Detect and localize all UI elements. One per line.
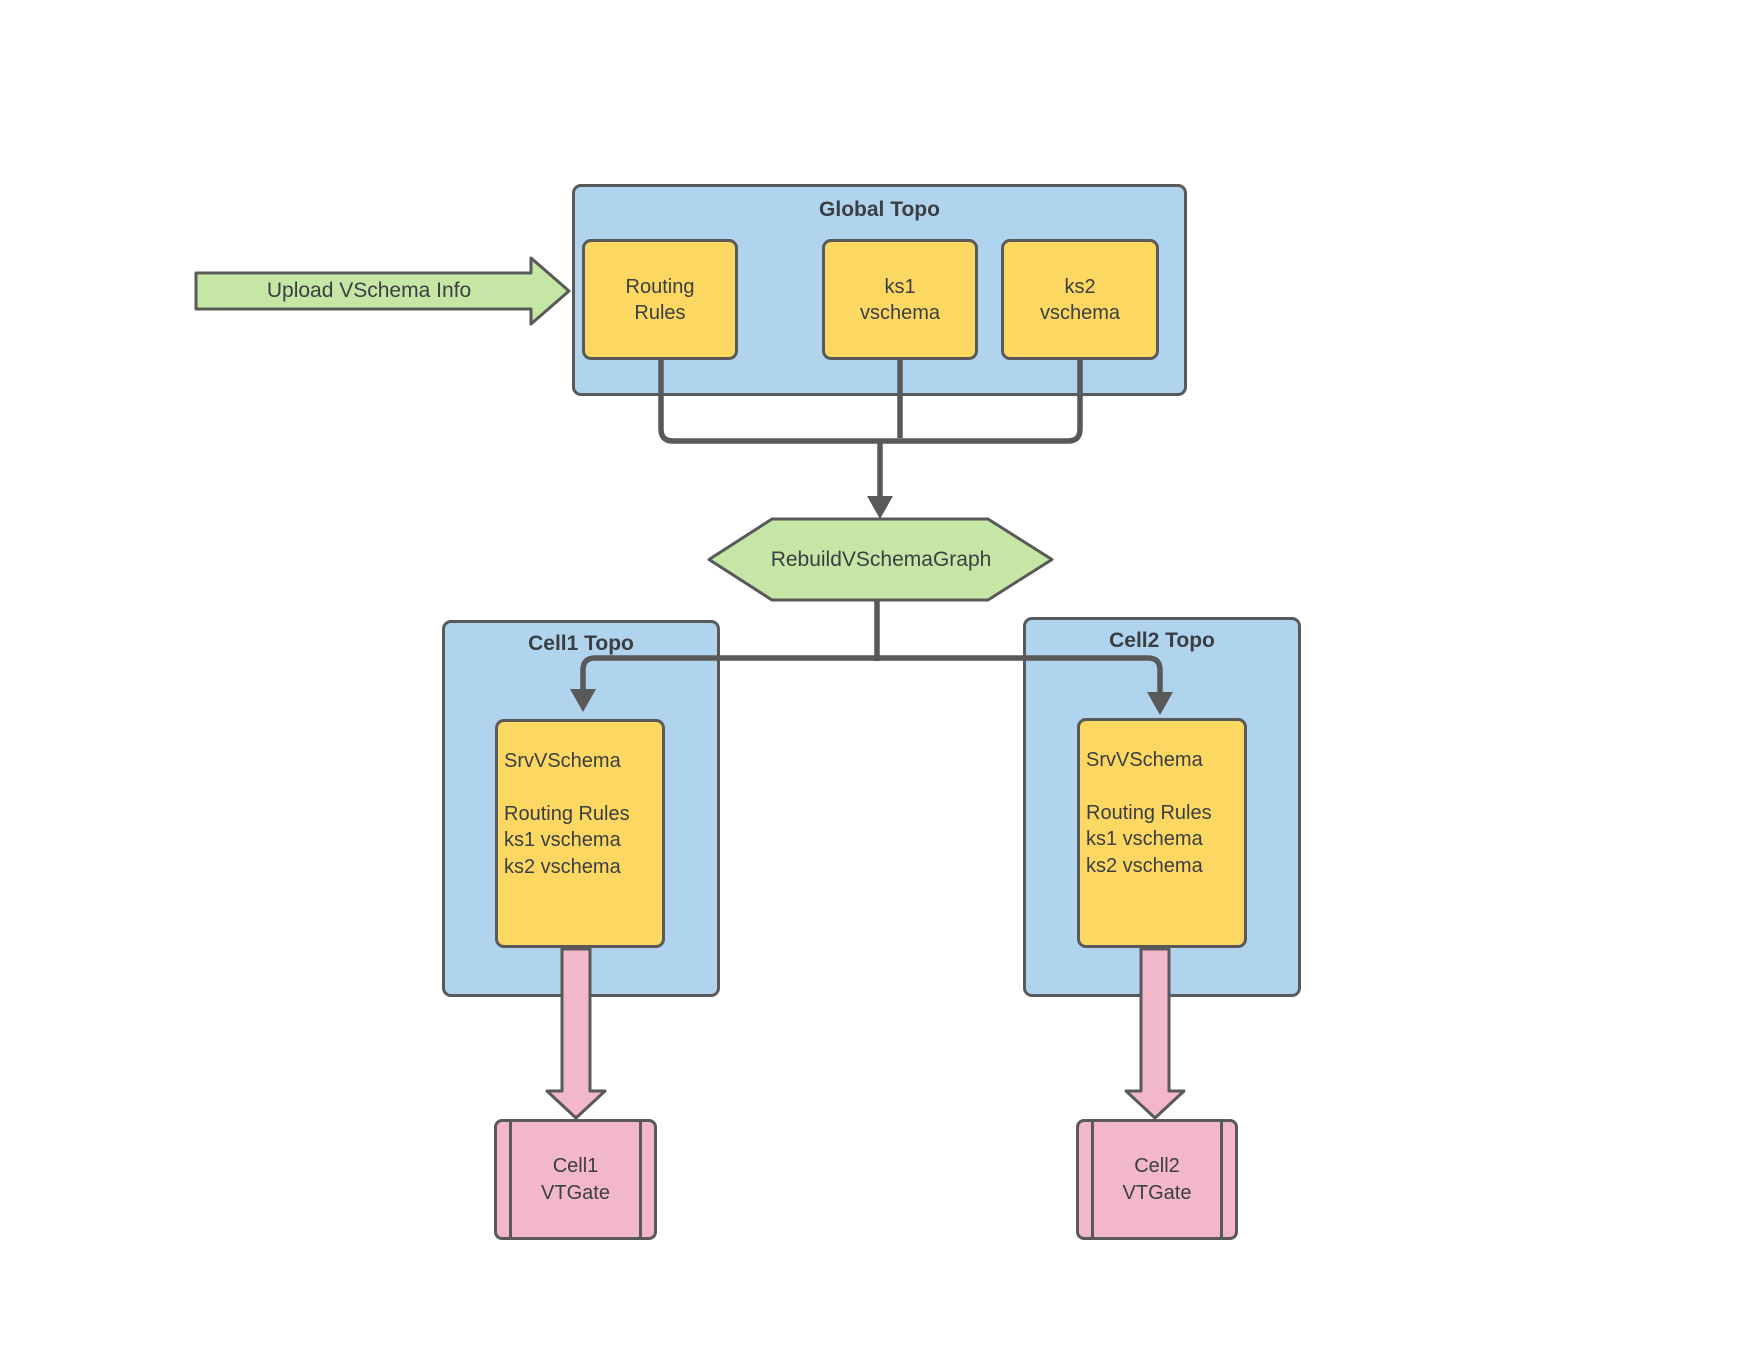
cell1-vtgate-label: Cell1 VTGate	[541, 1154, 610, 1204]
vtgate-side-bar	[509, 1122, 512, 1237]
ks1-vschema-node: ks1 vschema	[822, 239, 978, 360]
cell1-srvvschema-node: SrvVSchema Routing Rules ks1 vschema ks2…	[495, 719, 665, 948]
upload-arrow-polygon	[194, 256, 571, 326]
routing-rules-node: Routing Rules	[582, 239, 738, 360]
upload-arrow-shape	[194, 256, 571, 326]
rebuild-hexagon	[707, 517, 1054, 602]
rebuild-hexagon-polygon	[707, 517, 1054, 602]
cell1-vtgate-node: Cell1 VTGate	[494, 1119, 657, 1240]
vtgate-side-bar	[639, 1122, 642, 1237]
cell2-topo-title: Cell2 Topo	[1109, 629, 1215, 652]
vtgate-side-bar	[1220, 1122, 1223, 1237]
upload-vschema-arrow: Upload VSchema Info	[194, 254, 574, 328]
cell2-vtgate-label: Cell2 VTGate	[1122, 1154, 1192, 1204]
global-topo-title: Global Topo	[819, 198, 940, 221]
cell2-srvvschema-node: SrvVSchema Routing Rules ks1 vschema ks2…	[1077, 718, 1247, 948]
vtgate-side-bar	[1091, 1122, 1094, 1237]
rebuild-vschema-graph-node: RebuildVSchemaGraph	[700, 510, 1062, 610]
ks2-vschema-node: ks2 vschema	[1001, 239, 1159, 360]
cell1-topo-title: Cell1 Topo	[528, 632, 634, 655]
cell2-vtgate-node: Cell2 VTGate	[1076, 1119, 1238, 1240]
